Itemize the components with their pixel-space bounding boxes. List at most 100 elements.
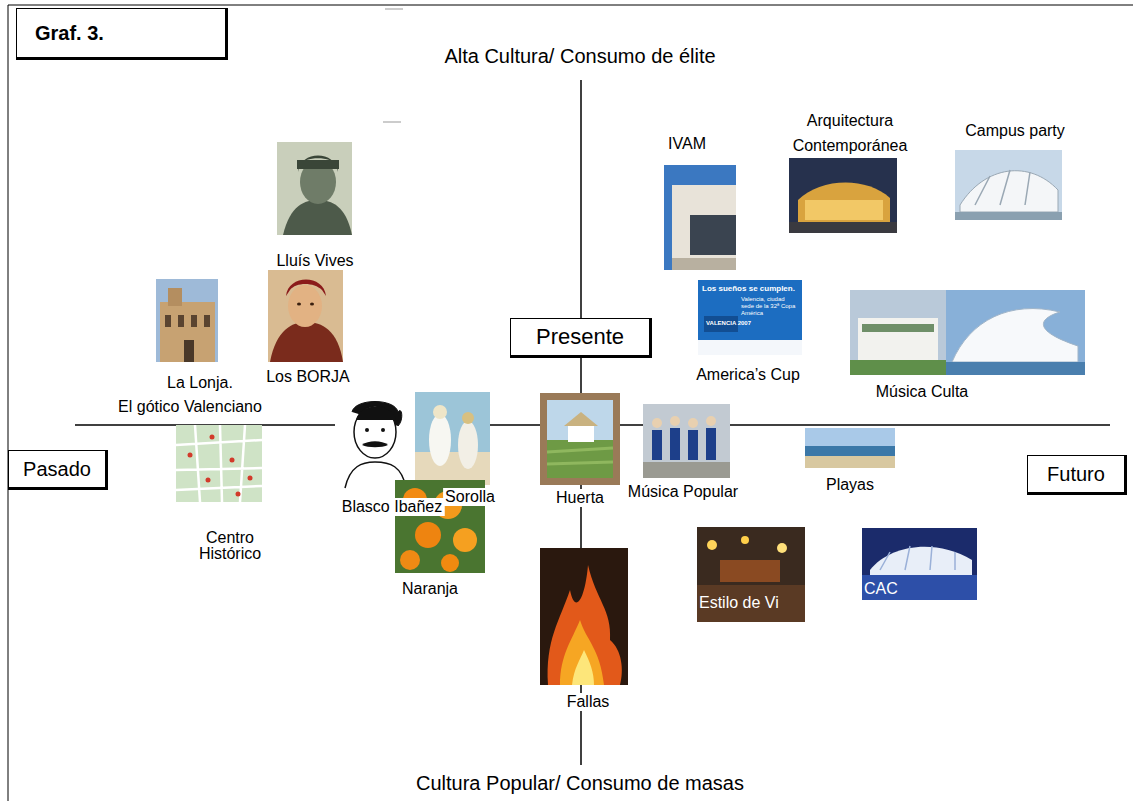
vives-portrait	[277, 142, 352, 235]
item-caption: Playas	[824, 476, 876, 494]
lonja-photo-part	[160, 302, 215, 362]
huerta-painting-part	[568, 424, 594, 442]
box-text: Graf. 3.	[35, 22, 104, 45]
cac-photo-part	[870, 547, 972, 575]
item-caption: Blasco Ibañez	[340, 498, 445, 516]
old-town-map	[176, 425, 262, 502]
box-text: Presente	[536, 324, 624, 350]
campus-party-photo-part	[960, 171, 1058, 212]
fallas-fire-part	[540, 548, 628, 685]
blasco-drawing-part	[365, 428, 369, 432]
box-text: Pasado	[23, 458, 91, 481]
old-town-map-part	[176, 425, 262, 502]
nightlife-photo	[697, 527, 805, 622]
fallas-fire	[540, 548, 628, 685]
vives-portrait-part	[297, 160, 339, 169]
beach-photo-part	[805, 456, 895, 468]
old-town-map-part	[176, 425, 262, 502]
nightlife-photo-part	[741, 536, 749, 544]
lonja-photo	[156, 279, 218, 362]
figure-frame-part	[385, 9, 403, 10]
music-hall-photos-part	[952, 309, 1078, 362]
huerta-painting-part	[547, 440, 613, 478]
ivam-photo	[664, 165, 736, 270]
blasco-drawing	[335, 398, 415, 488]
fallas-fire-part	[572, 650, 594, 685]
fallas-fire-part	[560, 620, 604, 685]
item-caption: Estilo de Vi	[699, 594, 779, 612]
ivam-photo-part	[690, 215, 736, 255]
beach-photo-part	[805, 428, 895, 468]
blasco-drawing-part	[381, 428, 385, 432]
figure-frame-part	[8, 5, 9, 801]
band-photo-part	[670, 428, 680, 460]
music-hall-photos-part	[850, 360, 946, 375]
architecture-photo-part	[805, 200, 883, 220]
item-caption: Arquitectura Contemporánea	[783, 108, 917, 158]
item-caption: El gótico Valenciano	[116, 398, 264, 416]
campus-party-photo-part	[975, 170, 1030, 205]
cac-photo-part	[862, 528, 977, 600]
borja-portrait-part	[297, 303, 301, 306]
music-hall-photos-part	[850, 290, 946, 375]
borja-portrait-part	[288, 285, 322, 327]
cac-photo	[862, 528, 977, 600]
architecture-photo-part	[789, 152, 897, 233]
axis-title: Cultura Popular/ Consumo de masas	[414, 772, 746, 795]
music-hall-photos-part	[858, 318, 938, 360]
band-photo-part	[652, 418, 662, 428]
band-photo-part	[670, 416, 680, 426]
item-caption: Música Culta	[874, 383, 970, 401]
cac-photo-part	[862, 575, 977, 600]
axis-lines	[75, 80, 1110, 765]
axis-end-box: Pasado	[8, 450, 108, 490]
item-caption: Campus party	[963, 122, 1067, 140]
borja-portrait-part	[286, 280, 326, 297]
item-caption: Los BORJA	[264, 368, 352, 386]
ivam-photo-part	[664, 165, 736, 270]
poster-text: VALENCIA 2007	[706, 320, 751, 327]
sorolla-painting-part	[429, 414, 451, 466]
americas-cup-poster-part	[698, 280, 802, 355]
nightlife-photo-part	[777, 543, 787, 553]
old-town-map-part	[188, 453, 193, 458]
old-town-map-part	[248, 476, 253, 481]
beach-photo-part	[805, 446, 895, 456]
music-hall-photos	[850, 290, 1085, 375]
figure-frame	[8, 5, 1133, 801]
figure-tag: Graf. 3.	[16, 8, 228, 60]
sorolla-painting-part	[415, 392, 490, 485]
blasco-drawing-part	[362, 441, 388, 447]
nightlife-photo-part	[720, 560, 780, 582]
borja-portrait-part	[310, 303, 314, 306]
poster-text: Valencia, ciudad sede de la 32ª Copa Amé…	[741, 296, 799, 317]
nightlife-photo-part	[707, 540, 717, 550]
lonja-photo-part	[184, 340, 194, 362]
campus-party-photo-part	[955, 212, 1062, 220]
huerta-painting-part	[540, 393, 620, 485]
cac-photo-part	[880, 546, 955, 570]
axis-end-box: Presente	[510, 318, 652, 358]
lonja-photo-part	[156, 279, 218, 362]
lonja-photo-part	[165, 315, 171, 327]
music-hall-photos-part	[862, 324, 934, 332]
axis-end-box: Futuro	[1027, 455, 1127, 495]
band-photo-part	[652, 430, 662, 460]
sorolla-painting-part	[462, 412, 474, 424]
item-caption: IVAM	[666, 135, 708, 153]
borja-portrait	[268, 270, 343, 362]
lonja-photo-part	[178, 315, 184, 327]
item-caption: Lluís Vives	[274, 252, 355, 270]
vives-portrait-part	[283, 200, 352, 235]
old-town-map-part	[210, 435, 215, 440]
nightlife-photo-part	[697, 527, 805, 622]
blasco-drawing-part	[335, 398, 415, 488]
band-photo-part	[688, 418, 698, 428]
americas-cup-poster-part	[698, 340, 802, 355]
ivam-photo-part	[672, 258, 736, 270]
nightlife-photo-part	[697, 585, 805, 622]
huerta-painting-part	[564, 412, 598, 426]
fallas-fire-part	[548, 565, 622, 685]
blasco-drawing-part	[354, 406, 396, 458]
orange-photo-part	[453, 528, 477, 552]
